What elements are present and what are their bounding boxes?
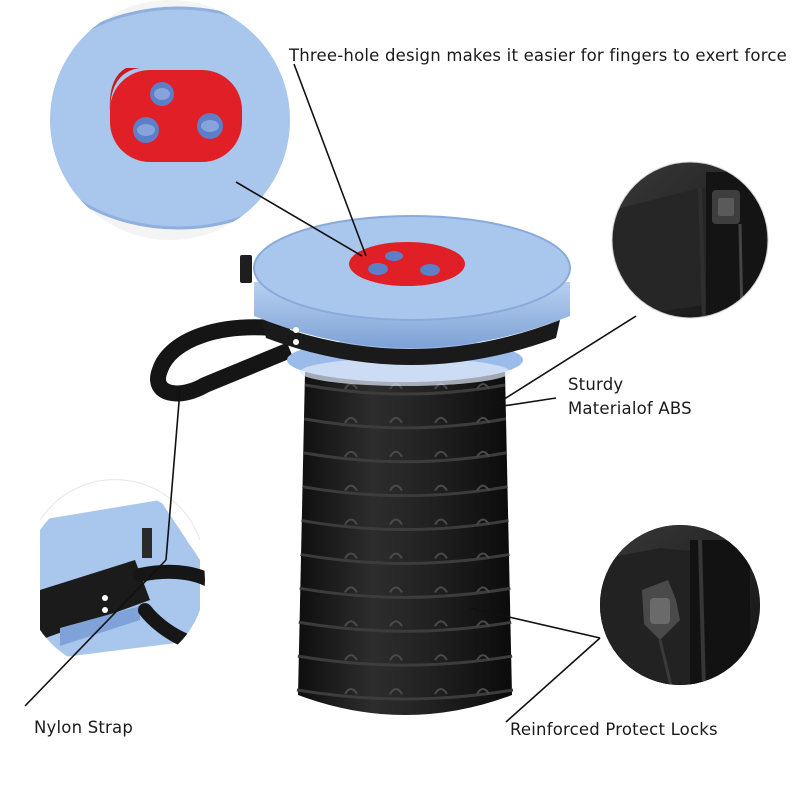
- ring-clip: [476, 620, 490, 627]
- ring-clip: [344, 620, 358, 627]
- sturdy-material-label: Sturdy Materialof ABS: [568, 373, 692, 421]
- ring-clip: [476, 450, 490, 458]
- ring-clip: [389, 620, 403, 627]
- body-rings: [296, 383, 514, 701]
- ring-clip: [476, 552, 490, 559]
- ring-clip: [476, 518, 490, 526]
- ring-clip: [344, 654, 358, 661]
- body-ring: [298, 620, 512, 633]
- seat-detail-inset: [50, 0, 290, 240]
- ring-clip: [389, 484, 403, 492]
- ring-clip: [434, 620, 448, 627]
- ring-clip: [476, 586, 490, 593]
- sturdy-label-line2: Materialof ABS: [568, 399, 692, 418]
- ring-clip: [389, 416, 403, 424]
- body-ring: [299, 586, 511, 599]
- lock-detail-inset-top: [611, 161, 769, 319]
- body-ring: [300, 552, 510, 565]
- ring-clip: [434, 484, 448, 492]
- ring-clip: [344, 416, 358, 424]
- ring-clip: [389, 450, 403, 458]
- nylon-strap-label: Nylon Strap: [34, 718, 134, 737]
- sturdy-label-line1: Sturdy: [568, 375, 624, 394]
- folding-stool: [150, 215, 571, 715]
- ring-clip: [434, 688, 448, 695]
- ring-clip: [389, 518, 403, 526]
- nylon-strap: [150, 319, 294, 402]
- body-ring: [304, 383, 506, 396]
- ring-clip: [344, 688, 358, 695]
- ring-clip: [476, 688, 490, 695]
- ring-clip: [434, 450, 448, 458]
- ring-clip: [344, 586, 358, 593]
- ring-clip: [389, 654, 403, 661]
- ring-clip: [476, 654, 490, 661]
- ring-clip: [344, 484, 358, 492]
- lock-detail-inset-bottom: [600, 525, 760, 685]
- body-ring: [301, 519, 509, 532]
- body-ring: [302, 451, 508, 464]
- ring-clip: [389, 586, 403, 593]
- ring-clip: [344, 552, 358, 559]
- ring-clip: [434, 518, 448, 526]
- three-hole-design-label: Three-hole design makes it easier for fi…: [289, 46, 787, 65]
- ring-clip: [434, 416, 448, 424]
- ring-clip: [434, 552, 448, 559]
- ring-clip: [434, 654, 448, 661]
- body-ring: [296, 688, 514, 701]
- ring-clip: [344, 450, 358, 458]
- ring-clip: [389, 688, 403, 695]
- body-ring: [297, 654, 513, 667]
- ring-clip: [344, 518, 358, 526]
- strap-detail-inset: [25, 479, 205, 670]
- ring-clip: [476, 416, 490, 424]
- protect-locks-label: Reinforced Protect Locks: [510, 720, 718, 739]
- callout-lines: [24, 63, 637, 723]
- ring-clip: [389, 552, 403, 559]
- body-ring: [303, 417, 507, 430]
- body-ring: [302, 485, 508, 498]
- ring-clip: [476, 484, 490, 492]
- ring-clip: [434, 586, 448, 593]
- ring-clip: [476, 383, 490, 390]
